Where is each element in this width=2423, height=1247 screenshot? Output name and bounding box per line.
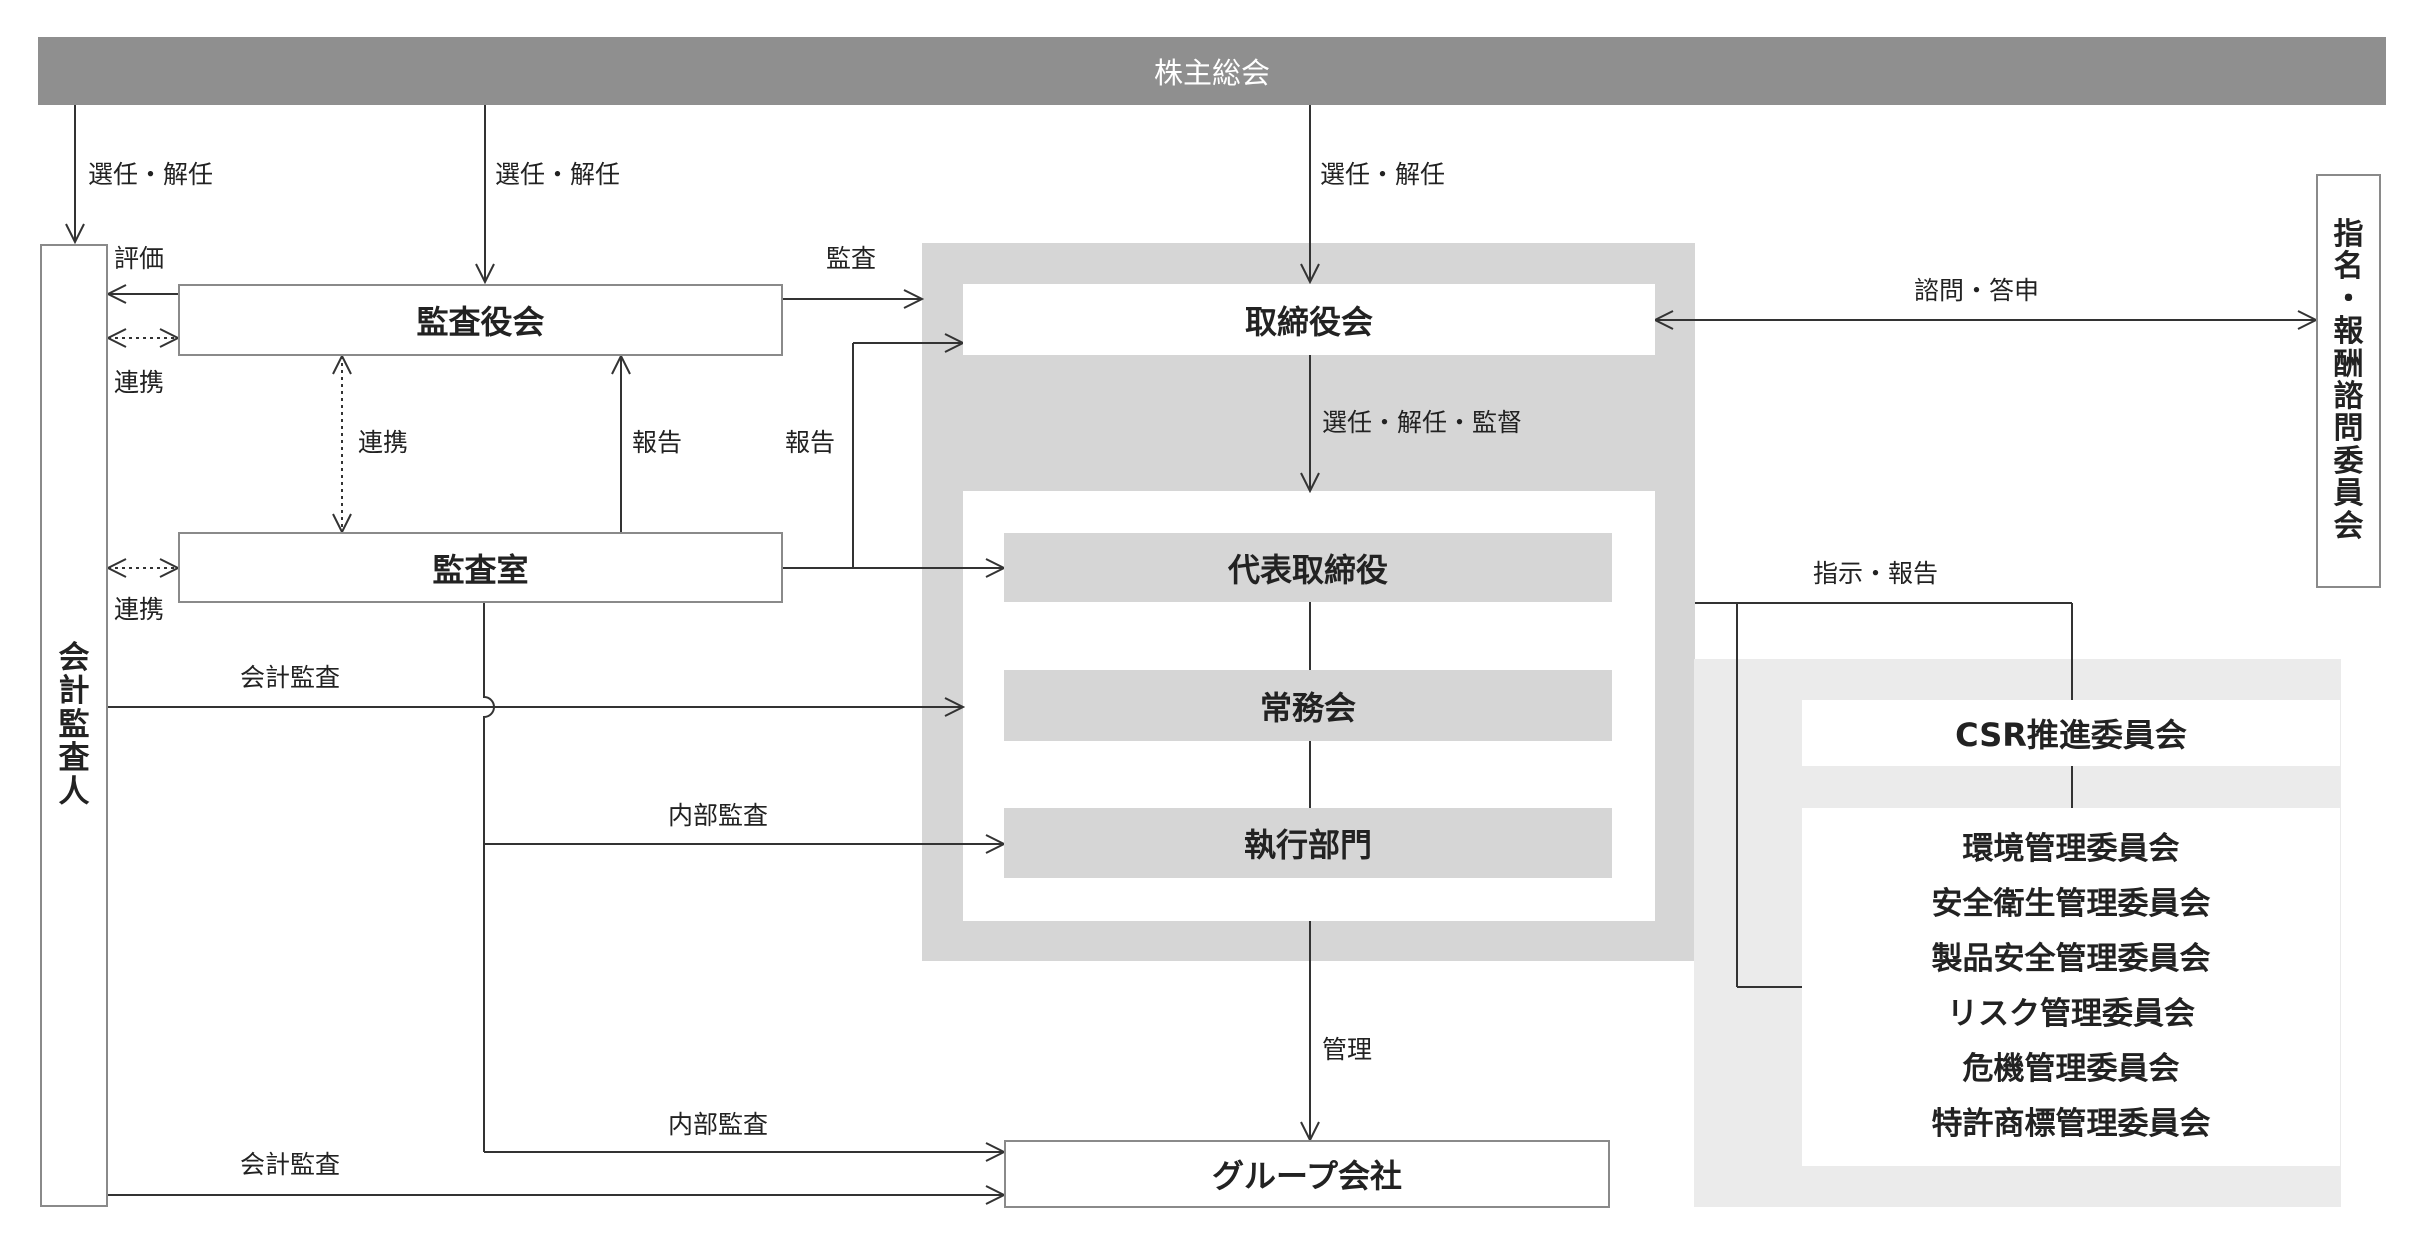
internal-audit-trunk xyxy=(483,603,495,1152)
vertical-char: 諮 xyxy=(2333,379,2364,414)
accounting-auditor-box: 会計監査人 xyxy=(40,244,108,1207)
shareholders-meeting-label: 株主総会 xyxy=(1153,56,1270,90)
audit-label: 監査 xyxy=(826,244,877,273)
nomination-committee-box: 指名・報酬諮問委員会 xyxy=(2316,174,2381,588)
representative-director-box: 代表取締役 xyxy=(1004,533,1612,602)
vertical-char: 会 xyxy=(2333,508,2364,544)
board-of-directors-label: 取締役会 xyxy=(1244,302,1373,341)
internal-audit-label-1: 内部監査 xyxy=(668,801,769,830)
internal-audit-label-2: 内部監査 xyxy=(668,1110,769,1139)
audit-board-box: 監査役会 xyxy=(178,284,783,356)
vertical-char: 報 xyxy=(2333,314,2364,350)
csr-committee-label: CSR推進委員会 xyxy=(1955,716,2187,754)
consult-label: 諮問・答申 xyxy=(1914,276,2040,305)
shareholders-meeting-band: 株主総会 xyxy=(38,37,2386,105)
cooperation-label-3: 連携 xyxy=(114,595,165,624)
audit-office-box: 監査室 xyxy=(178,532,783,603)
instruct-report-label: 指示・報告 xyxy=(1813,559,1939,588)
cooperation-label-2: 連携 xyxy=(358,428,409,457)
group-companies-label: グループ会社 xyxy=(1211,1157,1403,1195)
group-companies-box: グループ会社 xyxy=(1004,1140,1610,1208)
operating-divisions-box: 執行部門 xyxy=(1004,808,1612,878)
cooperation-label-1: 連携 xyxy=(114,368,165,397)
vertical-char: 問 xyxy=(2333,411,2364,447)
vertical-char: 員 xyxy=(2333,476,2364,512)
audit-board-label: 監査役会 xyxy=(416,303,545,341)
executive-committee-label: 常務会 xyxy=(1259,688,1356,727)
sub-committee-item: 安全衛生管理委員会 xyxy=(1931,886,2211,922)
vertical-char: 委 xyxy=(2333,443,2364,479)
accounting-audit-label-1: 会計監査 xyxy=(240,663,341,692)
board-of-directors-box: 取締役会 xyxy=(963,284,1655,355)
sub-committees-list: 環境管理委員会 安全衛生管理委員会 製品安全管理委員会 リスク管理委員会 危機管… xyxy=(1802,808,2340,1166)
accounting-auditor-label: 会計監査人 xyxy=(58,639,90,810)
evaluation-label: 評価 xyxy=(114,244,165,273)
nomination-committee-label: 指名・報酬諮問委員会 xyxy=(2333,217,2364,544)
elect-board-label: 選任・解任 xyxy=(1320,160,1446,189)
sub-committee-item: リスク管理委員会 xyxy=(1947,996,2195,1032)
report-label-2: 報告 xyxy=(785,428,836,457)
sub-committee-item: 環境管理委員会 xyxy=(1962,831,2180,867)
csr-committee-box: CSR推進委員会 xyxy=(1802,700,2340,766)
elect-mid-label: 選任・解任 xyxy=(495,160,621,189)
elect-left-label: 選任・解任 xyxy=(88,160,214,189)
sub-committee-item: 製品安全管理委員会 xyxy=(1931,941,2211,977)
vertical-char: 人 xyxy=(58,773,90,810)
vertical-char: 指 xyxy=(2333,217,2364,253)
vertical-char: 会 xyxy=(58,639,90,676)
representative-director-label: 代表取締役 xyxy=(1227,550,1388,589)
sub-committee-item: 特許商標管理委員会 xyxy=(1931,1106,2211,1142)
accounting-audit-label-2: 会計監査 xyxy=(240,1150,341,1179)
sub-committee-item: 危機管理委員会 xyxy=(1962,1051,2180,1087)
executive-committee-box: 常務会 xyxy=(1004,670,1612,741)
vertical-char: 査 xyxy=(58,740,90,777)
operating-divisions-label: 執行部門 xyxy=(1243,826,1372,864)
management-label: 管理 xyxy=(1322,1035,1373,1064)
vertical-char: ・ xyxy=(2333,281,2364,317)
audit-office-label: 監査室 xyxy=(432,550,529,589)
elect-supervise-label: 選任・解任・監督 xyxy=(1322,408,1523,437)
report-label-1: 報告 xyxy=(632,428,683,457)
vertical-char: 監 xyxy=(58,706,90,743)
vertical-char: 計 xyxy=(58,673,90,710)
vertical-char: 酬 xyxy=(2333,346,2364,382)
vertical-char: 名 xyxy=(2333,249,2364,285)
